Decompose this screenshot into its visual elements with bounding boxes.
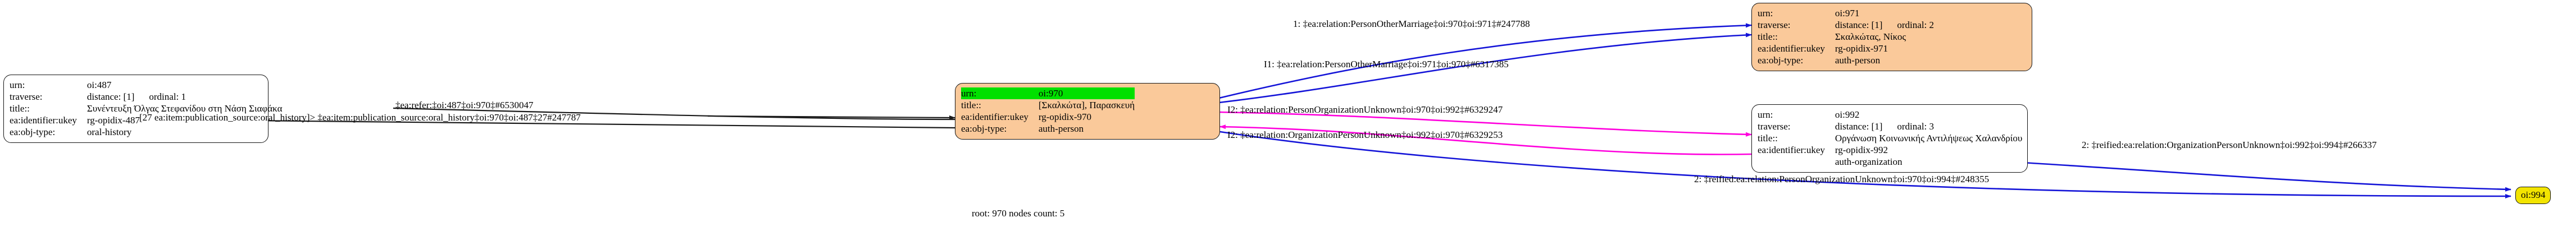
- node-row: title:: [Σκαλκώτα], Παρασκευή: [961, 99, 1135, 111]
- node-row: traverse: distance: [1] ordinal: 1: [10, 91, 283, 103]
- traverse-distance: distance: [1]: [1835, 20, 1883, 30]
- node-row: title:: Οργάνωση Κοινωνικής Αντιλήψεως Χ…: [1758, 132, 2022, 144]
- row-value: oral-history: [87, 127, 132, 137]
- row-value: [Σκαλκώτα], Παρασκευή: [1038, 100, 1135, 110]
- row-key: ea:identifier:ukey: [1758, 145, 1825, 155]
- row-key: title::: [1758, 31, 1778, 42]
- row-value: distance: [1] ordinal: 3: [1835, 121, 2022, 132]
- edge-label-pubsource-970-487: [27 ea:item:publication_source:oral_hist…: [139, 112, 581, 123]
- row-value: Οργάνωση Κοινωνικής Αντιλήψεως Χαλανδρίο…: [1835, 133, 2023, 144]
- row-key: title::: [1758, 133, 1778, 144]
- row-key: [1758, 156, 1835, 168]
- edge-arrow-into-970-top: [707, 115, 955, 120]
- row-value: Συνέντευξη Όλγας Στεφανίδου στη Νάση Σια…: [87, 103, 283, 114]
- row-value: rg-opidix-971: [1835, 43, 1888, 54]
- traverse-ordinal: ordinal: 3: [1897, 121, 1935, 132]
- node-oi-487-table: urn: oi:487 traverse: distance: [1] ordin…: [10, 79, 283, 138]
- edge-label-reified-970-994: 2: ‡reified:ea:relation:PersonOrganizati…: [1694, 174, 1990, 184]
- row-key: urn:: [1758, 8, 1773, 18]
- row-key: urn:: [961, 87, 1039, 99]
- traverse-ordinal: ordinal: 2: [1897, 20, 1935, 30]
- edge-label-marriage-971-970: I1: ‡ea:relation:PersonOtherMarriage‡oi:…: [1264, 59, 1509, 70]
- row-value: rg-opidix-487: [87, 115, 140, 126]
- node-row: ea:identifier:ukey rg-opidix-970: [961, 111, 1135, 123]
- node-oi-970-table: urn: oi:970 title:: [Σκαλκώτα], Παρασκευ…: [961, 87, 1135, 135]
- node-oi-971[interactable]: urn: oi:971 traverse: distance: [1] ordin…: [1751, 3, 2032, 71]
- row-value: distance: [1] ordinal: 1: [87, 91, 283, 103]
- row-value: auth-person: [1038, 123, 1084, 134]
- row-value: rg-opidix-992: [1835, 145, 1888, 155]
- node-oi-971-table: urn: oi:971 traverse: distance: [1] ordin…: [1758, 7, 1934, 66]
- row-value: auth-person: [1835, 55, 1881, 66]
- node-row: traverse: distance: [1] ordinal: 2: [1758, 19, 1934, 31]
- row-key: title::: [961, 100, 981, 110]
- node-row: ea:identifier:ukey rg-opidix-992: [1758, 144, 2022, 156]
- row-key: ea:obj-type:: [961, 123, 1007, 134]
- row-key: traverse:: [1758, 20, 1791, 30]
- edge-label-personunknown-992-970: I2: ‡ea:relation:OrganizationPersonUnkno…: [1227, 129, 1503, 140]
- traverse-distance: distance: [1]: [87, 91, 135, 102]
- row-key: traverse:: [10, 91, 43, 102]
- node-row: auth-organization: [1758, 156, 2022, 168]
- node-row: ea:obj-type: auth-person: [1758, 54, 1934, 66]
- row-value: distance: [1] ordinal: 2: [1835, 19, 1934, 31]
- edge-label-reified-992-994: 2: ‡reified:ea:relation:OrganizationPers…: [2082, 140, 2377, 150]
- row-key: ea:identifier:ukey: [10, 115, 77, 126]
- edge-label-orgunknown-970-992: I2: ‡ea:relation:PersonOrganizationUnkno…: [1227, 104, 1503, 115]
- node-row: title:: Συνέντευξη Όλγας Στεφανίδου στη …: [10, 103, 283, 114]
- row-key: title::: [10, 103, 30, 114]
- row-value: oi:992: [1835, 109, 1860, 120]
- node-oi-970[interactable]: urn: oi:970 title:: [Σκαλκώτα], Παρασκευ…: [955, 83, 1220, 140]
- edge-label-marriage-970-971: 1: ‡ea:relation:PersonOtherMarriage‡oi:9…: [1293, 18, 1530, 29]
- row-value: oi:487: [87, 80, 112, 90]
- root-status-label: root: 970 nodes count: 5: [972, 208, 1065, 219]
- node-row: ea:obj-type: oral-history: [10, 126, 283, 138]
- node-row: traverse: distance: [1] ordinal: 3: [1758, 121, 2022, 132]
- node-row-highlighted: urn: oi:970: [961, 87, 1135, 99]
- row-key: urn:: [10, 80, 25, 90]
- row-value: Σκαλκώτας, Νίκος: [1835, 31, 1906, 42]
- node-oi-994[interactable]: oi:994: [2515, 187, 2551, 204]
- row-key: urn:: [1758, 109, 1773, 120]
- node-row: urn: oi:992: [1758, 109, 2022, 121]
- node-oi-992-table: urn: oi:992 traverse: distance: [1] ordin…: [1758, 109, 2022, 168]
- node-oi-992[interactable]: urn: oi:992 traverse: distance: [1] ordin…: [1751, 104, 2028, 173]
- row-key: ea:obj-type:: [1758, 55, 1804, 66]
- node-row: urn: oi:971: [1758, 7, 1934, 19]
- node-row: ea:identifier:ukey rg-opidix-971: [1758, 43, 1934, 54]
- edge-label-refer-487-970: ‡ea:refer:‡oi:487‡oi:970‡#6530047: [395, 100, 534, 110]
- row-value: oi:970: [1038, 87, 1135, 99]
- node-row: ea:obj-type: auth-person: [961, 123, 1135, 135]
- row-key: ea:identifier:ukey: [961, 112, 1028, 122]
- row-value: auth-organization: [1835, 156, 1903, 167]
- node-row: urn: oi:487: [10, 79, 283, 91]
- traverse-distance: distance: [1]: [1835, 121, 1883, 132]
- row-key: ea:identifier:ukey: [1758, 43, 1825, 54]
- row-value: rg-opidix-970: [1038, 112, 1092, 122]
- row-value: oi:971: [1835, 8, 1860, 18]
- edge-reified-992-994: [2022, 161, 2511, 192]
- node-oi-487[interactable]: urn: oi:487 traverse: distance: [1] ordin…: [3, 75, 283, 143]
- row-key: traverse:: [1758, 121, 1791, 132]
- traverse-ordinal: ordinal: 1: [149, 91, 186, 102]
- row-key: ea:obj-type:: [10, 127, 56, 137]
- node-row: title:: Σκαλκώτας, Νίκος: [1758, 31, 1934, 43]
- node-row: ea:identifier:ukey rg-opidix-487: [10, 114, 283, 126]
